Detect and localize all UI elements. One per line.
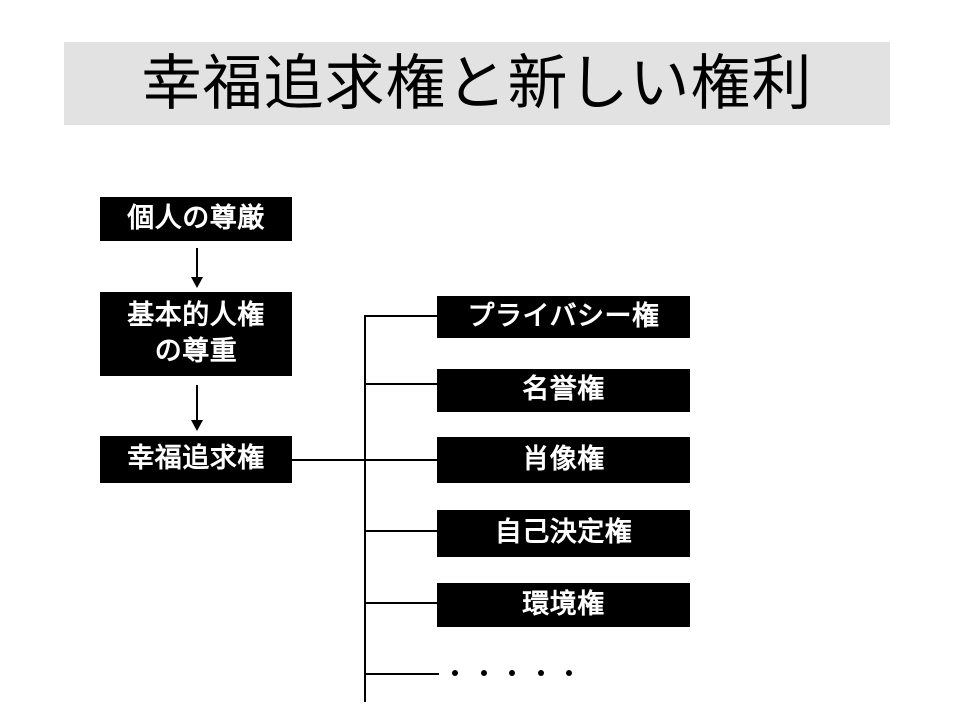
arrow-dignity-to-rights bbox=[190, 248, 204, 288]
arrow-shaft bbox=[196, 248, 198, 278]
arrow-shaft bbox=[196, 385, 198, 421]
node-pursuit-of-happiness[interactable]: 幸福追求権 bbox=[100, 436, 292, 483]
node-honor-right[interactable]: 名誉権 bbox=[437, 369, 690, 412]
node-individual-dignity[interactable]: 個人の尊厳 bbox=[100, 197, 292, 241]
node-privacy-right[interactable]: プライバシー権 bbox=[437, 296, 690, 338]
ellipsis-dot bbox=[480, 670, 487, 676]
connector-branch-portrait bbox=[364, 459, 439, 461]
ellipsis-dots bbox=[452, 659, 572, 687]
title-band bbox=[64, 42, 890, 125]
connector-branch-environment bbox=[364, 602, 439, 604]
ellipsis-dot bbox=[537, 670, 544, 676]
node-portrait-right[interactable]: 肖像権 bbox=[437, 437, 690, 483]
ellipsis-dot bbox=[566, 670, 572, 676]
connector-branch-ellipsis bbox=[364, 673, 439, 675]
node-self-determination-right[interactable]: 自己決定権 bbox=[437, 510, 690, 557]
arrow-rights-to-pursuit bbox=[190, 385, 204, 432]
node-label-line1: 基本的人権 bbox=[127, 300, 265, 332]
arrow-head bbox=[191, 420, 203, 431]
connector-branch-privacy bbox=[364, 315, 439, 317]
ellipsis-dot bbox=[452, 670, 458, 676]
connector-branch-self-determination bbox=[364, 530, 439, 532]
arrow-head bbox=[191, 277, 203, 288]
node-fundamental-human-rights-respect[interactable]: 基本的人権 の尊重 bbox=[100, 292, 292, 376]
connector-pursuit-to-spine bbox=[292, 459, 366, 461]
node-label-line2: の尊重 bbox=[154, 336, 238, 367]
ellipsis-dot bbox=[509, 670, 515, 676]
connector-vertical-spine bbox=[364, 315, 366, 702]
connector-branch-honor bbox=[364, 383, 439, 385]
page-title: 幸福追求権と新しい権利 bbox=[141, 48, 813, 119]
node-environment-right[interactable]: 環境権 bbox=[437, 583, 690, 627]
